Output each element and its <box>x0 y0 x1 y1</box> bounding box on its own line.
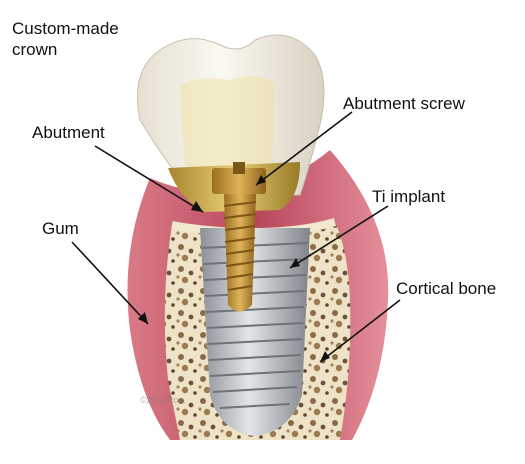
copyright-watermark: ©2007Ro... <box>140 395 186 405</box>
ti-implant <box>200 228 310 436</box>
label-gum: Gum <box>42 218 79 239</box>
label-abutment: Abutment <box>32 122 105 143</box>
abutment-core <box>180 76 275 170</box>
label-ti-implant: Ti implant <box>372 186 445 207</box>
label-cortical-bone: Cortical bone <box>396 278 496 299</box>
label-abutment-screw: Abutment screw <box>343 93 465 114</box>
label-custom-made-crown: Custom-made crown <box>12 18 119 60</box>
